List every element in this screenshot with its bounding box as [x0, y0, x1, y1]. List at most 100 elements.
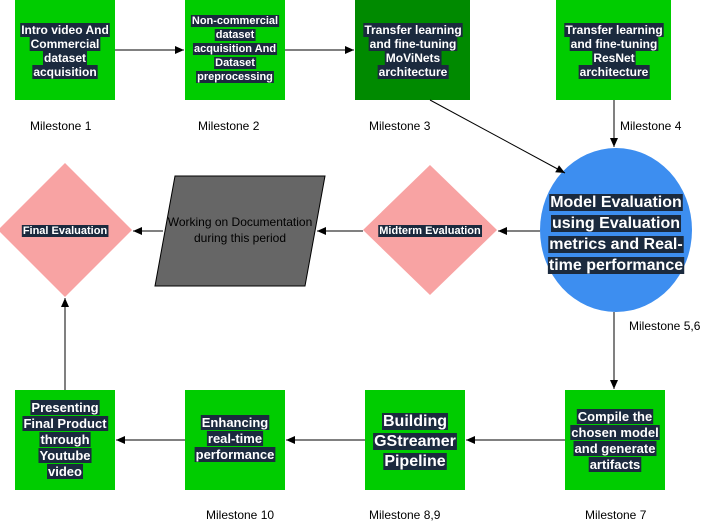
non-commercial-line-4-highlight [214, 57, 257, 69]
presenting-line-3-highlight [39, 432, 91, 447]
presenting-line-5: video [48, 464, 82, 479]
movinets-line-1-highlight [363, 23, 463, 37]
final-evaluation-text: Final Evaluation [21, 225, 109, 237]
final-eval-line-1: Final Evaluation [23, 225, 108, 237]
milestone-56-label: Milestone 5,6 [629, 319, 701, 333]
presenting-line-4: Youtube [39, 448, 90, 463]
compile-line-4: artifacts [590, 457, 641, 472]
non-commercial-line-3-highlight [192, 43, 278, 55]
presenting-line-2-highlight [22, 416, 109, 431]
gstreamer-line-3: Pipeline [384, 453, 445, 470]
movinets-line-3-highlight [384, 51, 442, 65]
non-commercial-line-2: dataset [216, 29, 255, 41]
non-commercial-line-3: acquisition And [194, 43, 276, 55]
intro-video-line-4-highlight [32, 65, 98, 79]
enhancing-line-3: performance [196, 447, 275, 462]
movinets-line-4: architecture [379, 65, 448, 79]
compile-line-4-highlight [588, 457, 642, 472]
model-eval-line-3-highlight [548, 236, 684, 253]
model-eval-line-3: metrics and Real- [549, 236, 682, 253]
non-commercial-line-2-highlight [214, 29, 256, 41]
gstreamer-line-1-highlight [382, 413, 448, 430]
documentation-line-2: during this period [194, 231, 286, 245]
intro-video-text: Intro video AndCommercialdatasetacquisit… [20, 23, 110, 79]
movinets-line-4-highlight [377, 65, 449, 79]
milestone-2-label: Milestone 2 [198, 119, 260, 133]
gstreamer-line-3-highlight [383, 453, 447, 470]
milestone-3-label: Milestone 3 [369, 119, 431, 133]
model-evaluation-text: Model Evaluation using Evaluation metrics … [547, 194, 685, 274]
model-eval-line-2: using Evaluation [552, 215, 680, 232]
documentation-text: Working on Documentation during this peri… [168, 215, 313, 245]
compile-line-3-highlight [573, 441, 657, 456]
enhancing-line-3-highlight [194, 447, 276, 462]
arrow-movinets-to-evaluation [429, 99, 566, 174]
resnet-line-1-highlight [564, 23, 664, 37]
presenting-line-1-highlight [30, 400, 100, 415]
model-eval-line-1: Model Evaluation [550, 194, 682, 211]
milestone-7-label: Milestone 7 [585, 508, 647, 522]
milestone-1-label: Milestone 1 [30, 119, 92, 133]
movinets-line-2-highlight [368, 37, 458, 51]
non-commercial-line-5-highlight [196, 71, 274, 83]
presenting-line-5-highlight [47, 464, 84, 479]
intro-video-line-2-highlight [29, 37, 101, 51]
compile-line-1: Compile the [578, 409, 652, 424]
resnet-line-2-highlight [569, 37, 659, 51]
intro-video-line-3-highlight [42, 51, 88, 65]
presenting-line-2: Final Product [23, 416, 107, 431]
resnet-line-4-highlight [578, 65, 650, 79]
resnet-line-4: architecture [580, 65, 649, 79]
compile-line-1-highlight [576, 409, 654, 424]
resnet-line-3: ResNet [593, 51, 634, 65]
non-commercial-line-1-highlight [190, 15, 280, 27]
enhancing-line-1: Enhancing [202, 415, 269, 430]
compile-line-2: chosen model [571, 425, 658, 440]
midterm-evaluation-text: Midterm Evaluation [378, 225, 483, 237]
movinets-line-1: Transfer learning [364, 23, 461, 37]
model-eval-line-4: time performance [549, 257, 683, 274]
non-commercial-line-5: preprocessing [197, 71, 273, 83]
model-eval-line-1-highlight [549, 194, 683, 211]
compile-line-3: and generate [575, 441, 656, 456]
gstreamer-line-2: GStreamer [374, 433, 456, 450]
enhancing-line-1-highlight [200, 415, 270, 430]
presenting-line-3: through [40, 432, 89, 447]
model-eval-line-2-highlight [550, 215, 682, 232]
resnet-line-3-highlight [592, 51, 636, 65]
intro-video-line-1-highlight [20, 23, 110, 37]
model-eval-line-4-highlight [547, 257, 685, 274]
movinets-line-2: and fine-tuning [370, 37, 457, 51]
milestone-4-label: Milestone 4 [620, 119, 682, 133]
enhancing-line-2-highlight [206, 431, 264, 446]
enhancing-line-2: real-time [208, 431, 262, 446]
resnet-line-2: and fine-tuning [571, 37, 658, 51]
non-commercial-line-1: Non-commercial [192, 15, 278, 27]
resnet-line-1: Transfer learning [565, 23, 662, 37]
intro-video-line-4: acquisition [33, 65, 96, 79]
gstreamer-line-1: Building [383, 413, 447, 430]
presenting-line-4-highlight [38, 448, 92, 463]
milestone-10-label: Milestone 10 [206, 508, 274, 522]
midterm-eval-line-1: Midterm Evaluation [379, 225, 481, 237]
non-commercial-text: Non-commercial dataset acquisition AndData… [190, 15, 280, 83]
non-commercial-line-4: Dataset [215, 57, 255, 69]
documentation-line-1: Working on Documentation [168, 215, 313, 229]
gstreamer-line-2-highlight [373, 433, 457, 450]
intro-video-line-3: dataset [44, 51, 86, 65]
documentation-parallelogram [154, 175, 326, 287]
midterm-eval-line-1-highlight [378, 225, 483, 237]
movinets-line-3: MoViNets [386, 51, 441, 65]
compile-line-2-highlight [570, 425, 660, 440]
final-eval-line-1-highlight [21, 225, 109, 237]
milestone-89-label: Milestone 8,9 [369, 508, 441, 522]
intro-video-line-2: Commercial [31, 37, 100, 51]
intro-video-line-1: Intro video And [21, 23, 109, 37]
